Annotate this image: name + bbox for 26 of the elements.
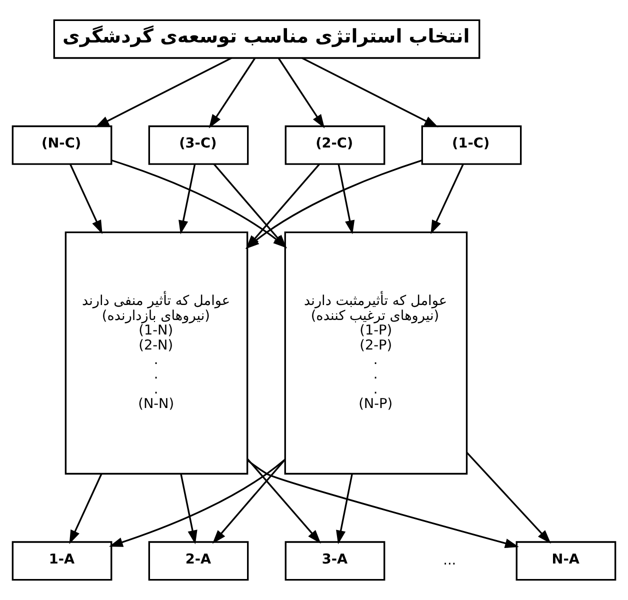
arrow — [246, 458, 321, 544]
arrow — [338, 164, 355, 234]
arrow — [180, 474, 198, 544]
arrow — [95, 57, 232, 128]
arrow — [208, 58, 256, 128]
arrow — [278, 58, 325, 128]
node-box: (2-C) — [284, 125, 386, 165]
arrow — [212, 459, 286, 544]
node-box: 2-A — [148, 541, 249, 581]
arrow — [69, 164, 102, 234]
node-box: انتخاب استراتژی مناسب توسعه‌ی گردشگری — [53, 19, 480, 59]
arrow — [302, 57, 438, 128]
node-box: (N-C) — [12, 125, 112, 165]
label: ... — [443, 552, 456, 568]
node-box: (1-C) — [421, 125, 522, 165]
node-box: (3-C) — [148, 125, 249, 165]
node-box: 1-A — [12, 541, 112, 581]
arrow — [246, 460, 519, 548]
arrow — [178, 164, 196, 234]
arrow — [430, 164, 464, 234]
arrow — [108, 458, 286, 547]
arrow — [336, 474, 353, 544]
arrow — [466, 452, 551, 544]
arrow — [69, 473, 102, 544]
node-box: 3-A — [284, 541, 386, 581]
node-box: N-A — [516, 541, 616, 581]
